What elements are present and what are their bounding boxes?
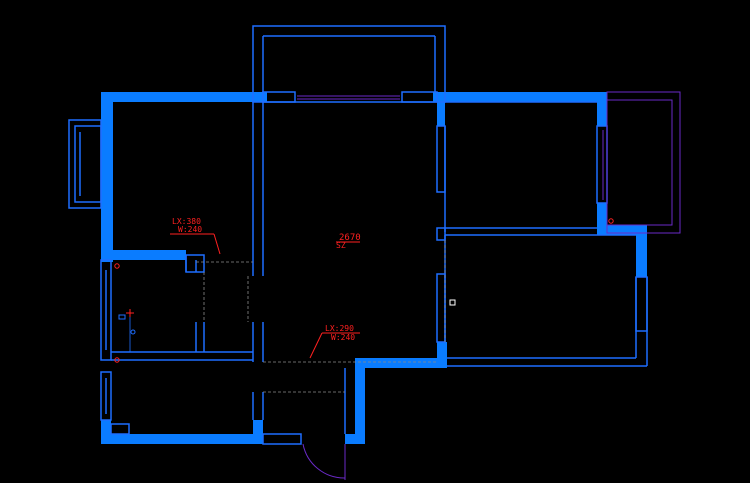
wall-left-upper bbox=[101, 92, 113, 262]
window-right-room-left bbox=[436, 125, 446, 193]
markers bbox=[114, 218, 614, 363]
wall-left-lower bbox=[101, 420, 111, 444]
corner-nib-bottom-left bbox=[110, 423, 130, 435]
balcony-right-inner bbox=[606, 99, 673, 226]
wall-step-vertical bbox=[355, 358, 365, 444]
wall-left-mid bbox=[101, 250, 186, 260]
door-swing bbox=[302, 443, 346, 479]
wall-right-post bbox=[437, 92, 445, 126]
wall-bottom-stub bbox=[253, 420, 263, 444]
marker-circle-2 bbox=[114, 357, 120, 363]
bay-window-left-inner bbox=[74, 125, 102, 203]
exterior-walls bbox=[101, 92, 647, 444]
window-left-lower bbox=[100, 259, 112, 361]
center-dimension-label: 2670 bbox=[339, 233, 361, 243]
beam-left-w-label: W:240 bbox=[178, 225, 202, 234]
marker-circle-3 bbox=[608, 218, 614, 224]
beam-left-lx-label: LX:380 bbox=[172, 217, 201, 226]
wall-right-jog bbox=[597, 203, 607, 233]
window-top-right bbox=[401, 91, 438, 103]
wall-right-ledge bbox=[597, 225, 647, 235]
center-dimension-sub: SZ bbox=[336, 241, 346, 250]
interior-walls bbox=[68, 25, 648, 445]
marker-circle-1 bbox=[114, 263, 120, 269]
window-right-small bbox=[436, 227, 446, 241]
window-top-left bbox=[262, 91, 296, 103]
bath-nib bbox=[185, 254, 205, 273]
wall-right-side bbox=[636, 225, 647, 277]
balcony-top bbox=[252, 25, 446, 103]
fixture-rect bbox=[118, 314, 126, 320]
wall-top-right bbox=[437, 92, 607, 102]
window-right-side bbox=[635, 276, 648, 332]
wall-center-post bbox=[437, 342, 447, 368]
door-arc bbox=[302, 443, 346, 479]
fixtures bbox=[118, 314, 136, 352]
wall-bottom-left bbox=[101, 434, 263, 444]
fixture-circle bbox=[130, 329, 136, 335]
wall-step-bottom bbox=[345, 434, 365, 444]
wall-step-horizontal bbox=[355, 358, 447, 368]
dimension-lines bbox=[196, 240, 446, 393]
balcony-right bbox=[297, 91, 681, 480]
beam-lower-w-label: W:240 bbox=[331, 333, 355, 342]
window-left-bottom bbox=[100, 371, 112, 421]
wall-top-center-post-left bbox=[263, 92, 267, 102]
door-frame-bottom bbox=[262, 433, 302, 445]
wall-top-center-post-right bbox=[433, 92, 437, 102]
leader-left bbox=[213, 233, 221, 255]
beam-lower-lx-label: LX:290 bbox=[325, 324, 354, 333]
wall-right-upper bbox=[597, 92, 607, 126]
leader-lower bbox=[309, 332, 323, 359]
cursor-pickbox[interactable] bbox=[449, 299, 456, 306]
wall-top-left bbox=[101, 92, 263, 102]
